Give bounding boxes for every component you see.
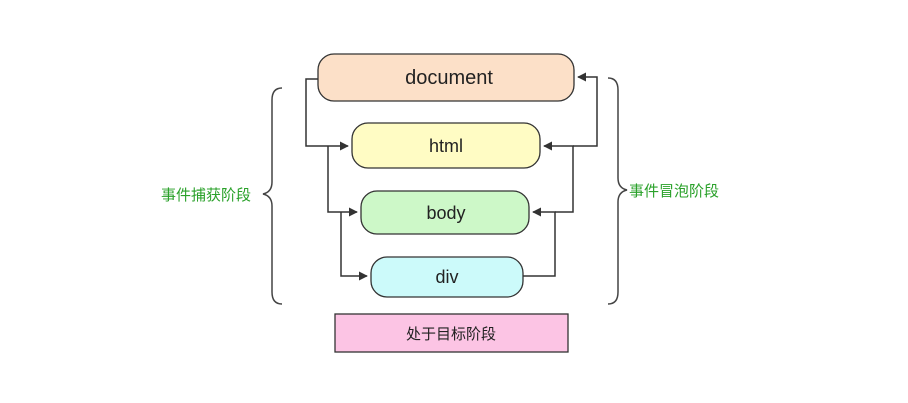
node-body-shape [360,190,530,235]
capture-arrow-html-to-body [327,146,358,217]
node-div-label: div [435,267,458,287]
capture-arrow-body-to-div [340,212,368,281]
node-div: div [370,256,524,298]
node-body-label: body [426,203,465,223]
bubble-arrow-div-to-body [523,207,556,277]
node-document: document [317,53,575,102]
bubble-arrow-html-to-document [573,72,598,147]
node-html-shape [351,122,541,169]
bubble-brace [607,77,628,305]
target-phase-box: 处于目标阶段 [334,313,569,353]
node-document-label: document [405,67,493,89]
node-html-label: html [429,136,463,156]
node-html: html [351,122,541,169]
target-phase-shape [334,313,569,353]
node-document-shape [317,53,575,102]
capture-phase-label: 事件捕获阶段 [161,186,251,204]
capture-brace [262,87,283,305]
node-div-shape [370,256,524,298]
bubble-phase-label: 事件冒泡阶段 [629,182,719,200]
target-phase-label: 处于目标阶段 [406,325,496,343]
node-body: body [360,190,530,235]
bubble-arrow-body-to-html [543,141,574,213]
capture-arrow-document-to-html [305,78,349,151]
bubble-connectors [523,72,598,277]
capture-connectors [305,78,368,281]
